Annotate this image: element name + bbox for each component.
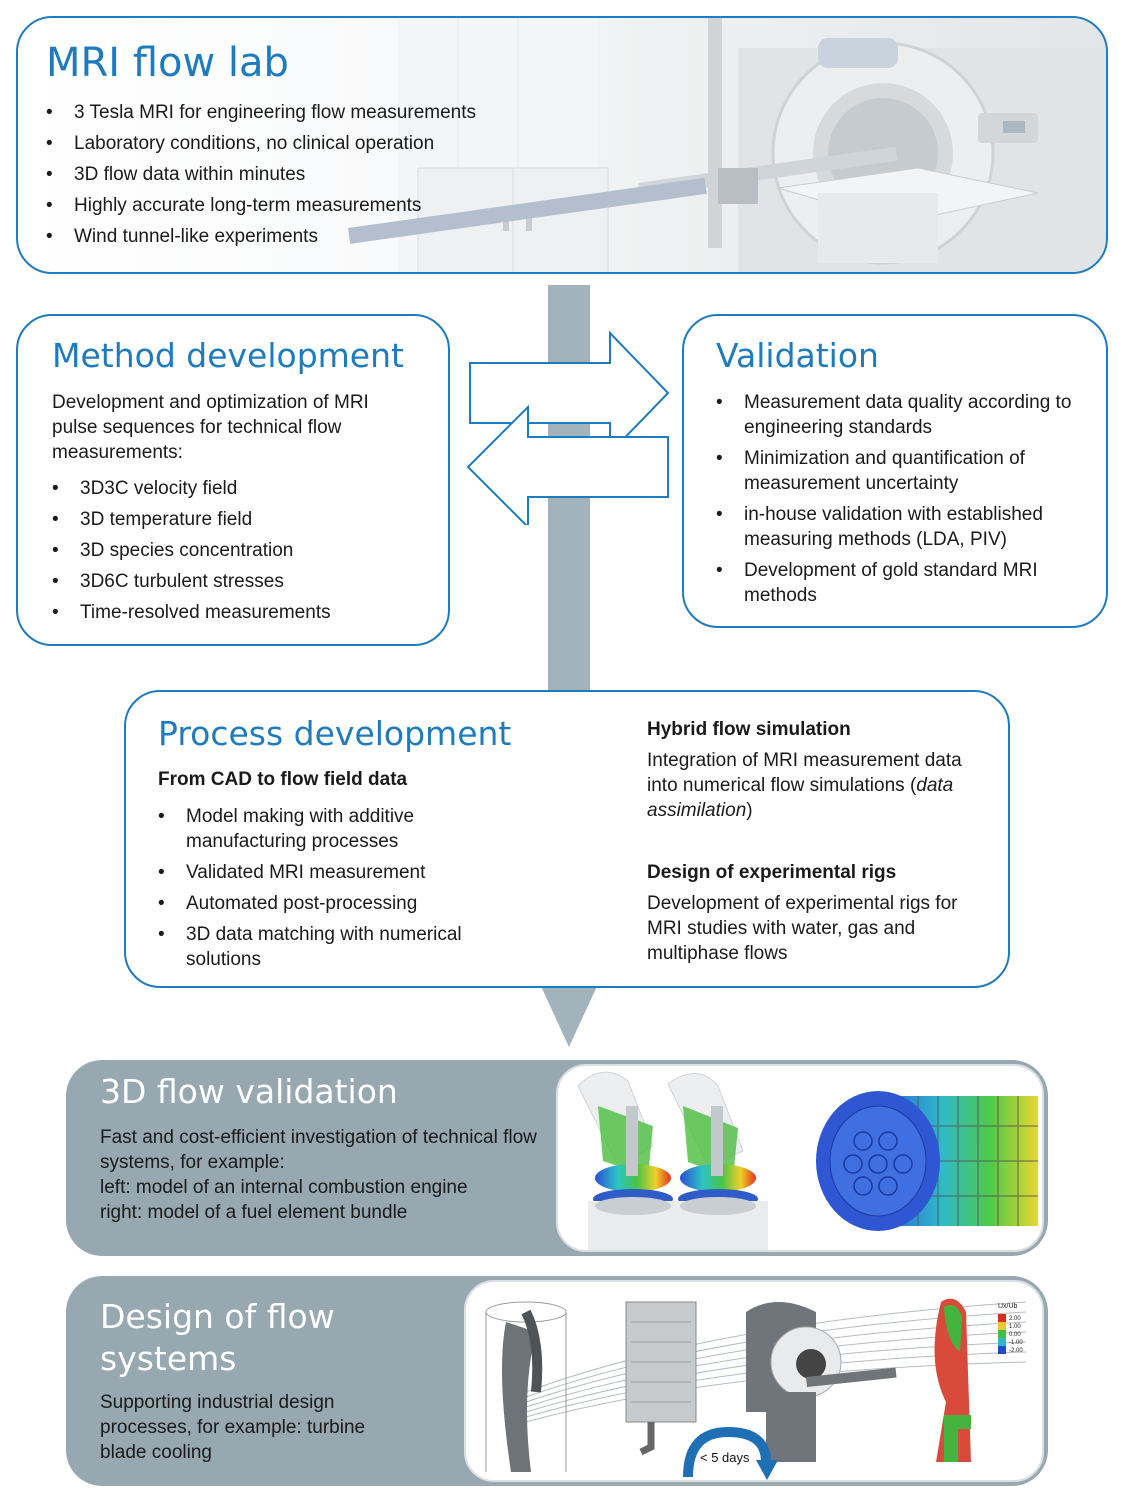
method-bullet: Time-resolved measurements: [52, 600, 432, 625]
cycle-arrow-icon: [683, 1426, 771, 1478]
cycle-label: < 5 days: [700, 1450, 750, 1465]
process-bullet: Validated MRI measurement: [158, 860, 488, 885]
rigs-text: Development of experimental rigs for MRI…: [647, 893, 958, 964]
hybrid-simulation-title: Hybrid flow simulation: [647, 719, 851, 740]
hybrid-simulation-text: Integration of MRI measurement data into…: [647, 748, 987, 823]
method-bullet: 3D temperature field: [52, 507, 432, 532]
lab-bullet: 3 Tesla MRI for engineering flow measure…: [46, 100, 606, 125]
process-subtitle: From CAD to flow field data: [158, 769, 408, 790]
lab-bullet: Highly accurate long-term measurements: [46, 193, 606, 218]
legend-tick: -2.00: [1009, 1348, 1023, 1354]
method-bullet: 3D3C velocity field: [52, 476, 432, 501]
method-bullet: 3D species concentration: [52, 538, 432, 563]
process-bullet: Automated post-processing: [158, 891, 488, 916]
process-bullet-list: Model making with additive manufacturing…: [158, 804, 488, 972]
validation-bullet: in-house validation with established mea…: [716, 502, 1086, 552]
flow3d-text: Fast and cost-efficient investigation of…: [100, 1127, 537, 1173]
method-development-box: Method development Development and optim…: [16, 314, 450, 646]
validation-bullet: Minimization and quantification of measu…: [716, 446, 1086, 496]
legend-tick: 0.00: [1009, 1332, 1021, 1338]
legend-tick: -1.00: [1009, 1340, 1023, 1346]
lab-bullet: 3D flow data within minutes: [46, 162, 606, 187]
flow3d-title: 3D flow validation: [100, 1072, 398, 1111]
hybrid-text-end: ): [746, 800, 753, 821]
process-bullet: 3D data matching with numerical solution…: [158, 922, 488, 972]
design-process-illustration: Ux/Ub 2.00 1.00 0.00 -1.00 -2.00 < 5 day…: [485, 1298, 1027, 1480]
lab-title: MRI flow lab: [46, 40, 289, 86]
method-intro: Development and optimization of MRI puls…: [52, 392, 369, 463]
mri-lab-box: MRI flow lab 3 Tesla MRI for engineering…: [16, 16, 1108, 274]
arrow-left-icon: [466, 404, 669, 525]
design-text: Supporting industrial design processes, …: [100, 1392, 366, 1463]
flow3d-right-caption: right: model of a fuel element bundle: [100, 1202, 408, 1223]
hybrid-text-main: Integration of MRI measurement data into…: [647, 750, 962, 796]
validation-bullet-list: Measurement data quality according to en…: [716, 390, 1086, 608]
lab-bullet-list: 3 Tesla MRI for engineering flow measure…: [46, 100, 606, 249]
legend-title: Ux/Ub: [998, 1303, 1018, 1310]
validation-title: Validation: [716, 336, 879, 375]
validation-bullet: Development of gold standard MRI methods: [716, 558, 1086, 608]
legend-tick: 1.00: [1009, 1324, 1021, 1330]
process-bullet: Model making with additive manufacturing…: [158, 804, 488, 854]
process-title: Process development: [158, 714, 512, 753]
method-bullet: 3D6C turbulent stresses: [52, 569, 432, 594]
validation-bullet: Measurement data quality according to en…: [716, 390, 1086, 440]
lab-bullet: Laboratory conditions, no clinical opera…: [46, 131, 606, 156]
flow3d-image-panel: [556, 1064, 1044, 1252]
design-title-line2: systems: [100, 1339, 237, 1378]
exchange-arrows: [466, 330, 670, 525]
legend-tick: 2.00: [1009, 1316, 1021, 1322]
method-title: Method development: [52, 336, 404, 375]
method-bullet-list: 3D3C velocity field 3D temperature field…: [52, 476, 432, 625]
rigs-title: Design of experimental rigs: [647, 862, 897, 883]
flow3d-left-caption: left: model of an internal combustion en…: [100, 1177, 468, 1198]
hybrid-text-italic: data assimilation: [647, 775, 954, 821]
validation-box: Validation Measurement data quality acco…: [682, 314, 1108, 628]
mri-scanner-photo: [18, 18, 1106, 272]
design-title: Design of flow systems: [100, 1296, 335, 1380]
lab-bullet: Wind tunnel-like experiments: [46, 224, 606, 249]
design-title-line1: Design of flow: [100, 1297, 335, 1336]
design-image-panel: Ux/Ub 2.00 1.00 0.00 -1.00 -2.00 < 5 day…: [464, 1280, 1044, 1482]
engine-and-bundle-illustration: [577, 1071, 1038, 1250]
